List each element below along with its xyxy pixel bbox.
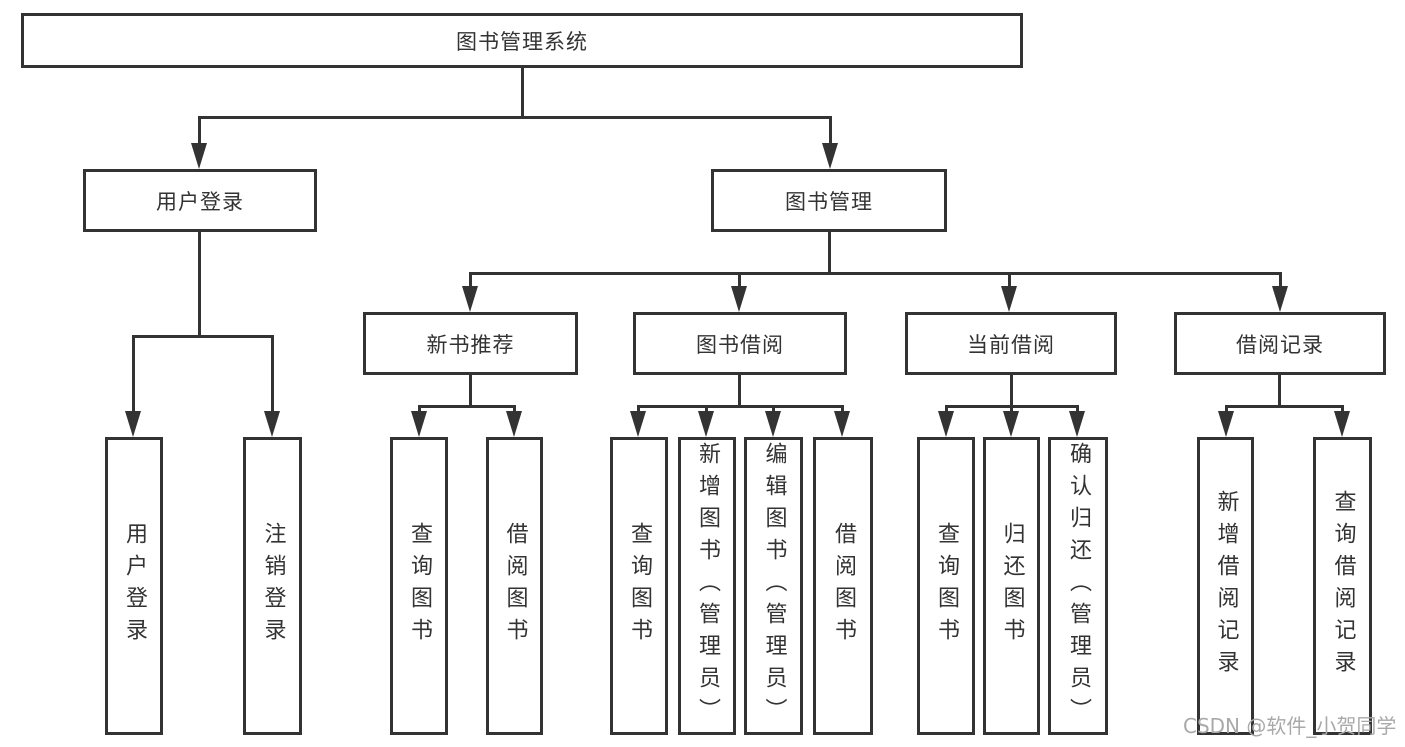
connector-root-stem [521, 68, 524, 117]
connector-mgmt-drop-borrowing [738, 272, 741, 288]
arrowhead-borrowing-add [698, 411, 714, 437]
connector-root-bar [198, 116, 832, 119]
node-user-login-label: 用户登录 [156, 189, 244, 214]
connector-mgmt-bar [469, 272, 1282, 275]
leaf-records-add-record-label: 新增借阅记录 [1213, 490, 1239, 682]
connector-current-drop-3 [1076, 405, 1079, 414]
connector-borrowing-bar [637, 405, 844, 408]
leaf-borrowing-edit-books-admin-label: 编辑图书（管理员） [761, 442, 787, 730]
node-current-borrowing-label: 当前借阅 [967, 332, 1055, 357]
leaf-newbook-query-books: 查询图书 [390, 437, 448, 735]
arrowhead-current-borrowing [1001, 286, 1017, 312]
connector-mgmt-drop-current [1008, 272, 1011, 288]
arrowhead-current-confirm [1069, 411, 1085, 437]
node-new-book-recommend: 新书推荐 [363, 312, 578, 375]
leaf-current-return-books: 归还图书 [983, 437, 1040, 735]
connector-mgmt-drop-newbook [469, 272, 472, 288]
node-book-management: 图书管理 [711, 169, 947, 232]
leaf-records-query-record: 查询借阅记录 [1313, 437, 1372, 735]
arrowhead-records-query [1334, 411, 1350, 437]
arrowhead-book-borrowing [731, 286, 747, 312]
leaf-current-query-books-label: 查询图书 [934, 522, 959, 650]
leaf-user-login-label: 用户登录 [122, 522, 147, 650]
connector-user-drop-logout [271, 335, 274, 413]
node-user-login: 用户登录 [83, 169, 317, 232]
connector-user-bar [132, 335, 274, 338]
arrowhead-borrowing-query [630, 411, 646, 437]
arrowhead-user-login [191, 143, 207, 169]
leaf-logout-label: 注销登录 [260, 522, 286, 650]
leaf-current-query-books: 查询图书 [917, 437, 975, 735]
leaf-records-query-record-label: 查询借阅记录 [1330, 490, 1356, 682]
connector-user-drop-login [132, 335, 135, 413]
leaf-user-login: 用户登录 [105, 437, 163, 735]
connector-current-drop-2 [1010, 405, 1013, 414]
leaf-newbook-borrow-books-label: 借阅图书 [502, 522, 528, 650]
arrowhead-book-management [822, 143, 838, 169]
connector-root-drop-book-management [829, 116, 832, 145]
leaf-newbook-borrow-books: 借阅图书 [486, 437, 543, 735]
leaf-current-confirm-return-admin: 确认归还（管理员） [1048, 437, 1108, 735]
arrowhead-leaf-logout [264, 411, 280, 437]
connector-mgmt-stem [828, 232, 831, 274]
node-borrowing-records: 借阅记录 [1174, 312, 1386, 375]
node-root-label: 图书管理系统 [456, 29, 588, 54]
leaf-borrowing-add-books-admin-label: 新增图书（管理员） [695, 442, 720, 730]
arrowhead-new-book-recommend [462, 286, 478, 312]
connector-user-stem [198, 232, 201, 337]
connector-records-drop-1 [1225, 405, 1228, 414]
node-new-book-recommend-label: 新书推荐 [426, 332, 515, 357]
arrowhead-current-return [1003, 411, 1019, 437]
arrowhead-current-query [938, 411, 954, 437]
connector-borrowing-stem [738, 375, 741, 407]
node-current-borrowing: 当前借阅 [905, 312, 1117, 375]
arrowhead-borrowing-edit [765, 411, 781, 437]
node-borrowing-records-label: 借阅记录 [1236, 332, 1324, 357]
connector-current-drop-1 [945, 405, 948, 414]
arrowhead-newbook-borrow [506, 411, 522, 437]
leaf-borrowing-add-books-admin: 新增图书（管理员） [678, 437, 736, 735]
leaf-borrowing-borrow-books-label: 借阅图书 [831, 522, 856, 650]
node-book-management-label: 图书管理 [785, 189, 873, 214]
leaf-borrowing-edit-books-admin: 编辑图书（管理员） [744, 437, 803, 735]
connector-newbook-drop-1 [418, 405, 421, 414]
arrowhead-leaf-user-login [125, 411, 141, 437]
arrowhead-newbook-query [411, 411, 427, 437]
connector-borrowing-drop-2 [705, 405, 708, 414]
connector-newbook-bar [418, 405, 516, 408]
leaf-records-add-record: 新增借阅记录 [1197, 437, 1254, 735]
connector-borrowing-drop-4 [841, 405, 844, 414]
connector-borrowing-drop-1 [637, 405, 640, 414]
connector-root-drop-user-login [198, 116, 201, 145]
connector-records-bar [1225, 405, 1344, 408]
connector-newbook-stem [469, 375, 472, 407]
leaf-borrowing-query-books-label: 查询图书 [627, 522, 652, 650]
connector-borrowing-drop-3 [772, 405, 775, 414]
connector-newbook-drop-2 [513, 405, 516, 414]
node-book-borrowing: 图书借阅 [633, 312, 847, 375]
connector-records-drop-2 [1341, 405, 1344, 414]
csdn-watermark: CSDN @软件_小贺同学 [1183, 714, 1397, 738]
connector-current-stem [1010, 375, 1013, 407]
arrowhead-records-add [1218, 411, 1234, 437]
leaf-borrowing-query-books: 查询图书 [610, 437, 668, 735]
leaf-borrowing-borrow-books: 借阅图书 [813, 437, 873, 735]
leaf-current-return-books-label: 归还图书 [999, 522, 1025, 650]
node-root: 图书管理系统 [21, 13, 1023, 68]
arrowhead-borrowing-borrow [834, 411, 850, 437]
connector-mgmt-drop-records [1279, 272, 1282, 288]
arrowhead-borrowing-records [1272, 286, 1288, 312]
node-book-borrowing-label: 图书借阅 [696, 332, 784, 357]
leaf-logout: 注销登录 [243, 437, 302, 735]
connector-records-stem [1278, 375, 1281, 407]
leaf-current-confirm-return-admin-label: 确认归还（管理员） [1066, 442, 1091, 730]
leaf-newbook-query-books-label: 查询图书 [407, 522, 432, 650]
